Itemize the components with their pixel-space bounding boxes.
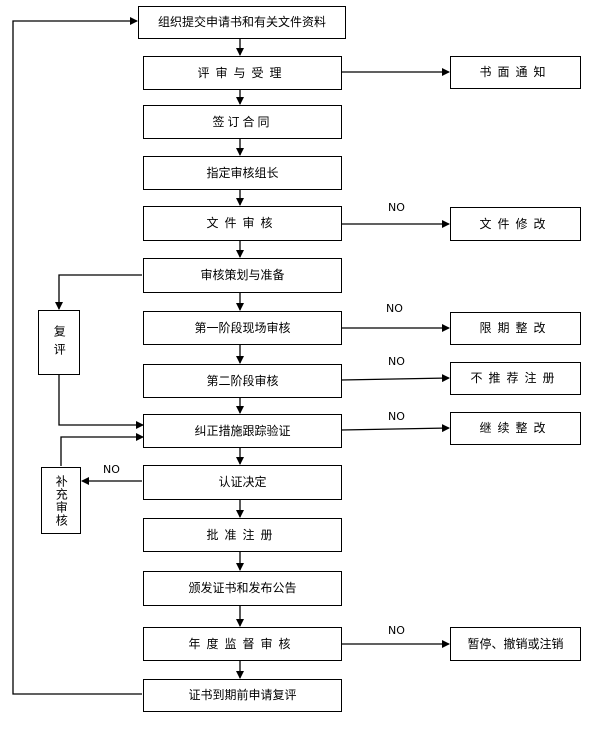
result-deadline-rectification: 限期整改 (450, 312, 581, 345)
step-issue-certificate: 颁发证书和发布公告 (143, 571, 342, 606)
step-document-audit: 文件审核 (143, 206, 342, 241)
step-review-accept: 评审与受理 (143, 56, 342, 90)
arrow-s9-r5 (340, 424, 450, 433)
arrow-review-s9 (58, 374, 144, 429)
result-suspend-revoke-cancel: 暂停、撤销或注销 (450, 627, 581, 661)
result-document-revision: 文件修改 (450, 207, 581, 241)
step-submit-application: 组织提交申请书和有关文件资料 (138, 6, 346, 39)
step-stage2-audit: 第二阶段审核 (143, 364, 342, 398)
arrow-s6-review (55, 274, 142, 310)
arrow-s8-r4 (340, 374, 450, 383)
result-continue-rectification: 继续整改 (450, 412, 581, 445)
step-audit-planning: 审核策划与准备 (143, 258, 342, 293)
left-re-evaluation: 复评 (38, 310, 80, 375)
step-renewal-application: 证书到期前申请复评 (143, 679, 342, 712)
left-supplementary-audit: 补充审核 (41, 467, 81, 534)
arrow-supp-s9 (60, 433, 144, 466)
no-label-verification: NO (388, 410, 405, 423)
step-certification-decision: 认证决定 (143, 465, 342, 500)
result-not-recommended: 不推荐注册 (450, 362, 581, 395)
step-stage1-audit: 第一阶段现场审核 (143, 311, 342, 345)
no-label-decision: NO (103, 463, 120, 476)
no-label-doc-audit: NO (388, 201, 405, 214)
result-written-notice: 书面通知 (450, 56, 581, 89)
step-sign-contract: 签订合同 (143, 105, 342, 139)
no-label-stage2: NO (388, 355, 405, 368)
no-label-surveillance: NO (388, 624, 405, 637)
step-appoint-team-leader: 指定审核组长 (143, 156, 342, 190)
step-annual-surveillance: 年度监督审核 (143, 627, 342, 661)
no-label-stage1: NO (386, 302, 403, 315)
step-approve-registration: 批准注册 (143, 518, 342, 552)
step-corrective-verification: 纠正措施跟踪验证 (143, 414, 342, 448)
arrow-renewal-loop (12, 17, 142, 695)
